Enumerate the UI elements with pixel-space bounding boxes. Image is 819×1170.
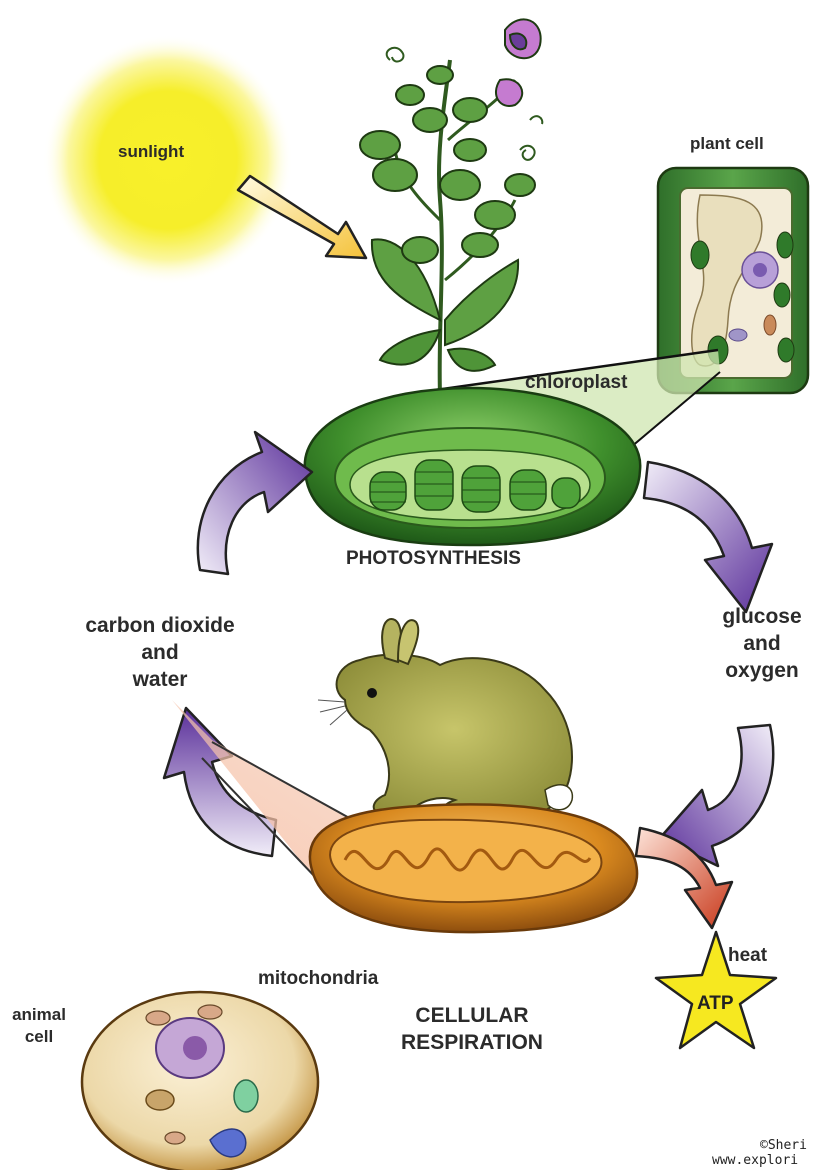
glucose-line1: glucose <box>708 603 816 630</box>
cellular-respiration-label: CELLULAR RESPIRATION <box>382 1002 562 1056</box>
plant-illustration <box>360 19 542 395</box>
animal-cell-line1: animal <box>8 1004 70 1026</box>
copyright-line1: ©Sheri <box>760 1138 807 1153</box>
cellular-respiration-line1: CELLULAR <box>382 1002 562 1029</box>
carbon-dioxide-water-label: carbon dioxide and water <box>60 612 260 693</box>
mitochondria-label: mitochondria <box>258 968 378 990</box>
animal-cell-line2: cell <box>8 1026 70 1048</box>
arrow-to-glucose <box>644 462 772 612</box>
rabbit-illustration <box>318 619 572 821</box>
heat-label: heat <box>728 945 767 967</box>
photosynthesis-label: PHOTOSYNTHESIS <box>346 548 521 570</box>
glucose-line3: oxygen <box>708 657 816 684</box>
mitochondria-illustration <box>310 804 637 932</box>
sunlight-label: sunlight <box>118 142 184 162</box>
chloroplast-label: chloroplast <box>525 372 627 394</box>
atp-label: ATP <box>697 993 734 1015</box>
carbon-dioxide-line2: and <box>60 639 260 666</box>
arrow-to-photosynthesis <box>198 432 312 574</box>
carbon-dioxide-line3: water <box>60 666 260 693</box>
animal-cell-label: animal cell <box>8 1004 70 1048</box>
glucose-line2: and <box>708 630 816 657</box>
copyright-line2: www.explori <box>712 1153 798 1168</box>
chloroplast-illustration <box>305 388 640 545</box>
cellular-respiration-line2: RESPIRATION <box>382 1029 562 1056</box>
glucose-oxygen-label: glucose and oxygen <box>708 603 816 684</box>
plant-cell-label: plant cell <box>690 134 764 154</box>
animal-cell-illustration <box>82 992 318 1170</box>
carbon-dioxide-line1: carbon dioxide <box>60 612 260 639</box>
